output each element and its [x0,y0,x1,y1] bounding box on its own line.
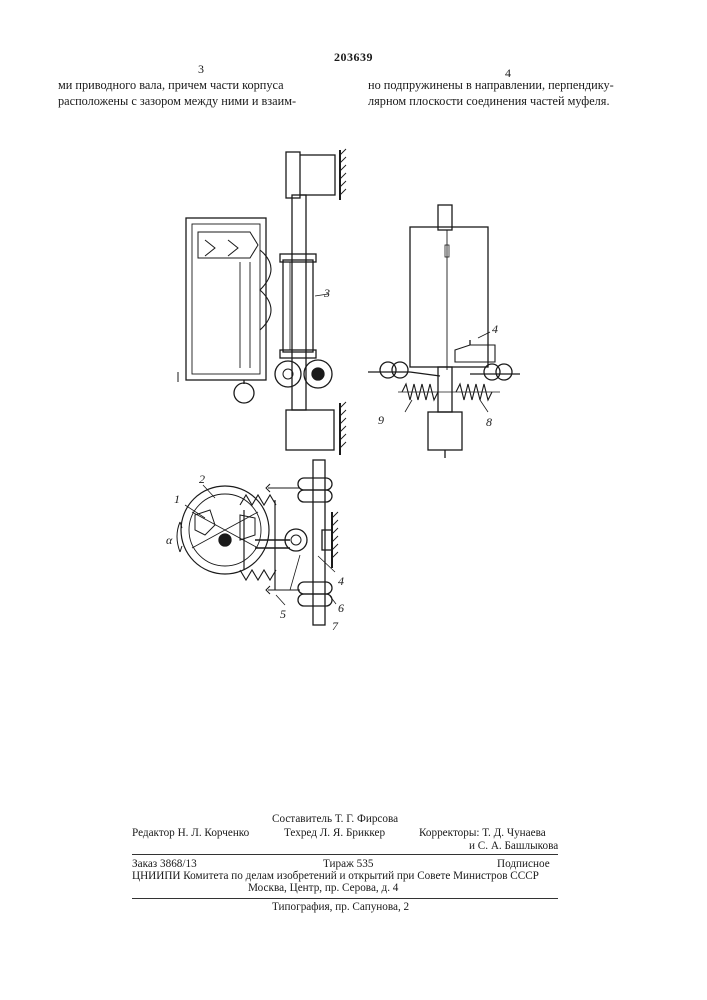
correctors-line-2: и С. А. Башлыкова [469,840,558,852]
print-run: Тираж 535 [323,858,373,870]
label-3: 3 [323,286,330,300]
bottom-bracket [286,410,334,450]
pulley [234,383,254,403]
printing-house: Типография, пр. Сапунова, 2 [272,901,409,913]
editor-line: Редактор Н. Л. Корченко [132,827,249,839]
compiler-line: Составитель Т. Г. Фирсова [272,813,398,825]
label-1: 1 [174,492,180,506]
techred-line: Техред Л. Я. Бриккер [284,827,385,839]
label-9: 9 [378,413,384,427]
label-8: 8 [486,415,492,429]
teeth-bottom [240,570,276,580]
roller-6 [298,582,332,594]
shaft-7 [313,460,325,625]
subscription: Подписное [497,858,550,870]
shaft-top-fig2 [438,205,452,230]
bottom-block-fig2 [428,412,462,450]
label-alpha: α [166,533,173,547]
footer-divider-bottom [132,898,558,899]
gear-left [275,361,301,387]
label-2: 2 [199,472,205,486]
institute-line: ЦНИИПИ Комитета по делам изобретений и о… [132,870,539,882]
correctors-line-1: Корректоры: Т. Д. Чунаева [419,827,546,839]
roller-flange-bottom [280,350,316,358]
order-number: Заказ 3868/13 [132,858,197,870]
top-bracket-collar [286,152,300,198]
address-line: Москва, Центр, пр. Серова, д. 4 [248,882,398,894]
label-5: 5 [280,607,286,621]
label-6: 6 [338,601,344,615]
technical-drawing: 3 4 9 8 2 1 α 4 5 6 7 [0,0,707,700]
angle-arrow [177,522,180,552]
label-4-fig3: 4 [338,574,344,588]
roller-flange-top [280,254,316,262]
label-4-fig2: 4 [492,322,498,336]
roller-3 [283,260,313,352]
figure-1 [178,149,346,455]
label-7: 7 [332,619,339,633]
footer-divider [132,854,558,855]
